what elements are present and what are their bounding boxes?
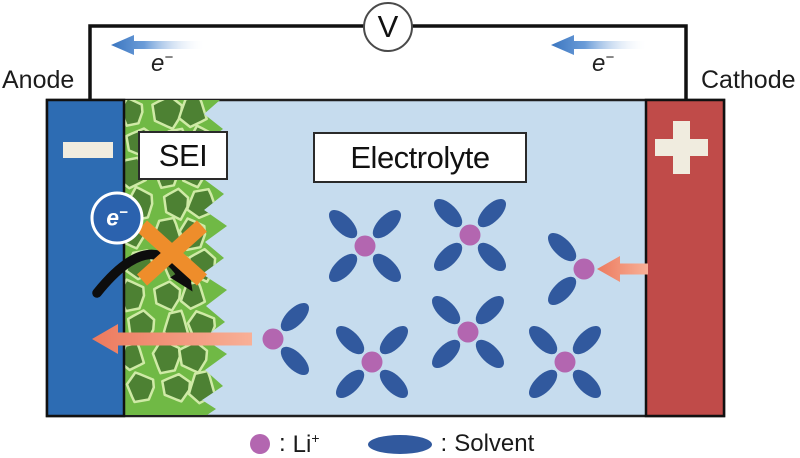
li-ion [457,321,479,343]
sei-title: SEI [158,137,208,173]
li-migration-arrow-anode [92,324,252,354]
solvent-molecule [528,369,558,399]
solvent-molecule [528,325,558,355]
legend: : Li+ : Solvent [250,430,534,458]
solvent-molecule [328,209,358,239]
voltmeter-label: V [377,9,399,44]
solvent-molecule [475,295,505,325]
solvent-molecule [328,253,358,283]
sei-grain [161,372,192,403]
sei-grain [178,340,209,374]
solvent-molecule [372,209,402,239]
minus-sign [63,142,113,158]
electron-flow-arrow-right [551,35,648,55]
solvent-legend-icon [367,434,432,454]
electrolyte-title: Electrolyte [350,139,490,175]
solvent-molecule [572,369,602,399]
li-ion [554,351,576,373]
electrolyte-title-box: Electrolyte [313,132,527,183]
li-legend-label: Li+ [292,429,320,458]
solvent-molecule [475,339,505,369]
solvent-molecule [372,253,402,283]
solvent-molecule [431,295,461,325]
solvated-li-clusters [262,198,602,399]
solvent-molecule [547,276,577,306]
solvent-legend-colon: : [440,430,448,457]
sei-title-box: SEI [138,131,228,180]
sei-grain [125,371,156,404]
sei-grain [151,100,184,131]
wire-voltmeter-to-cathode [412,24,688,102]
li-ion [459,224,481,246]
sei-grain [162,187,190,221]
solvent-legend-label: Solvent [454,430,535,457]
solvent-molecule [379,369,409,399]
solvent-molecule [477,198,507,228]
electron-flow-arrow-left [111,35,206,55]
sei-grain [151,338,182,375]
voltmeter-circle [363,2,413,52]
cathode-label: Cathode [701,66,796,94]
sei-grain [177,100,208,129]
solvent-molecule [280,346,310,376]
li-ion [354,235,376,257]
solvent-molecule [547,232,577,262]
li-ion-legend-icon [250,434,270,454]
solvent-molecule [280,302,310,332]
sei-grain [124,100,144,127]
plus-sign [655,121,708,174]
electron-leak-arrow [92,249,193,298]
solvent-molecule [572,325,602,355]
li-ion [573,258,595,280]
solvent-molecule [477,242,507,272]
electron-label-left: e− [151,49,174,77]
solvent-molecule [433,198,463,228]
anode-label: Anode [2,66,75,94]
solvent-molecule [379,325,409,355]
li-migration-arrow-cathode [597,256,648,282]
li-legend-colon: : [279,430,286,457]
solvent-molecule [433,242,463,272]
sei-grain [124,341,146,372]
electron-label-right: e− [592,49,615,77]
li-ion [262,328,284,350]
li-ion [361,351,383,373]
electron-circle [90,191,144,245]
solvent-molecule [431,339,461,369]
solvent-molecule [335,369,365,399]
blocked-cross-icon [136,220,208,286]
solvent-molecule [335,325,365,355]
wire-anode-to-voltmeter [88,24,364,102]
electron-circle-label: e− [106,204,128,231]
